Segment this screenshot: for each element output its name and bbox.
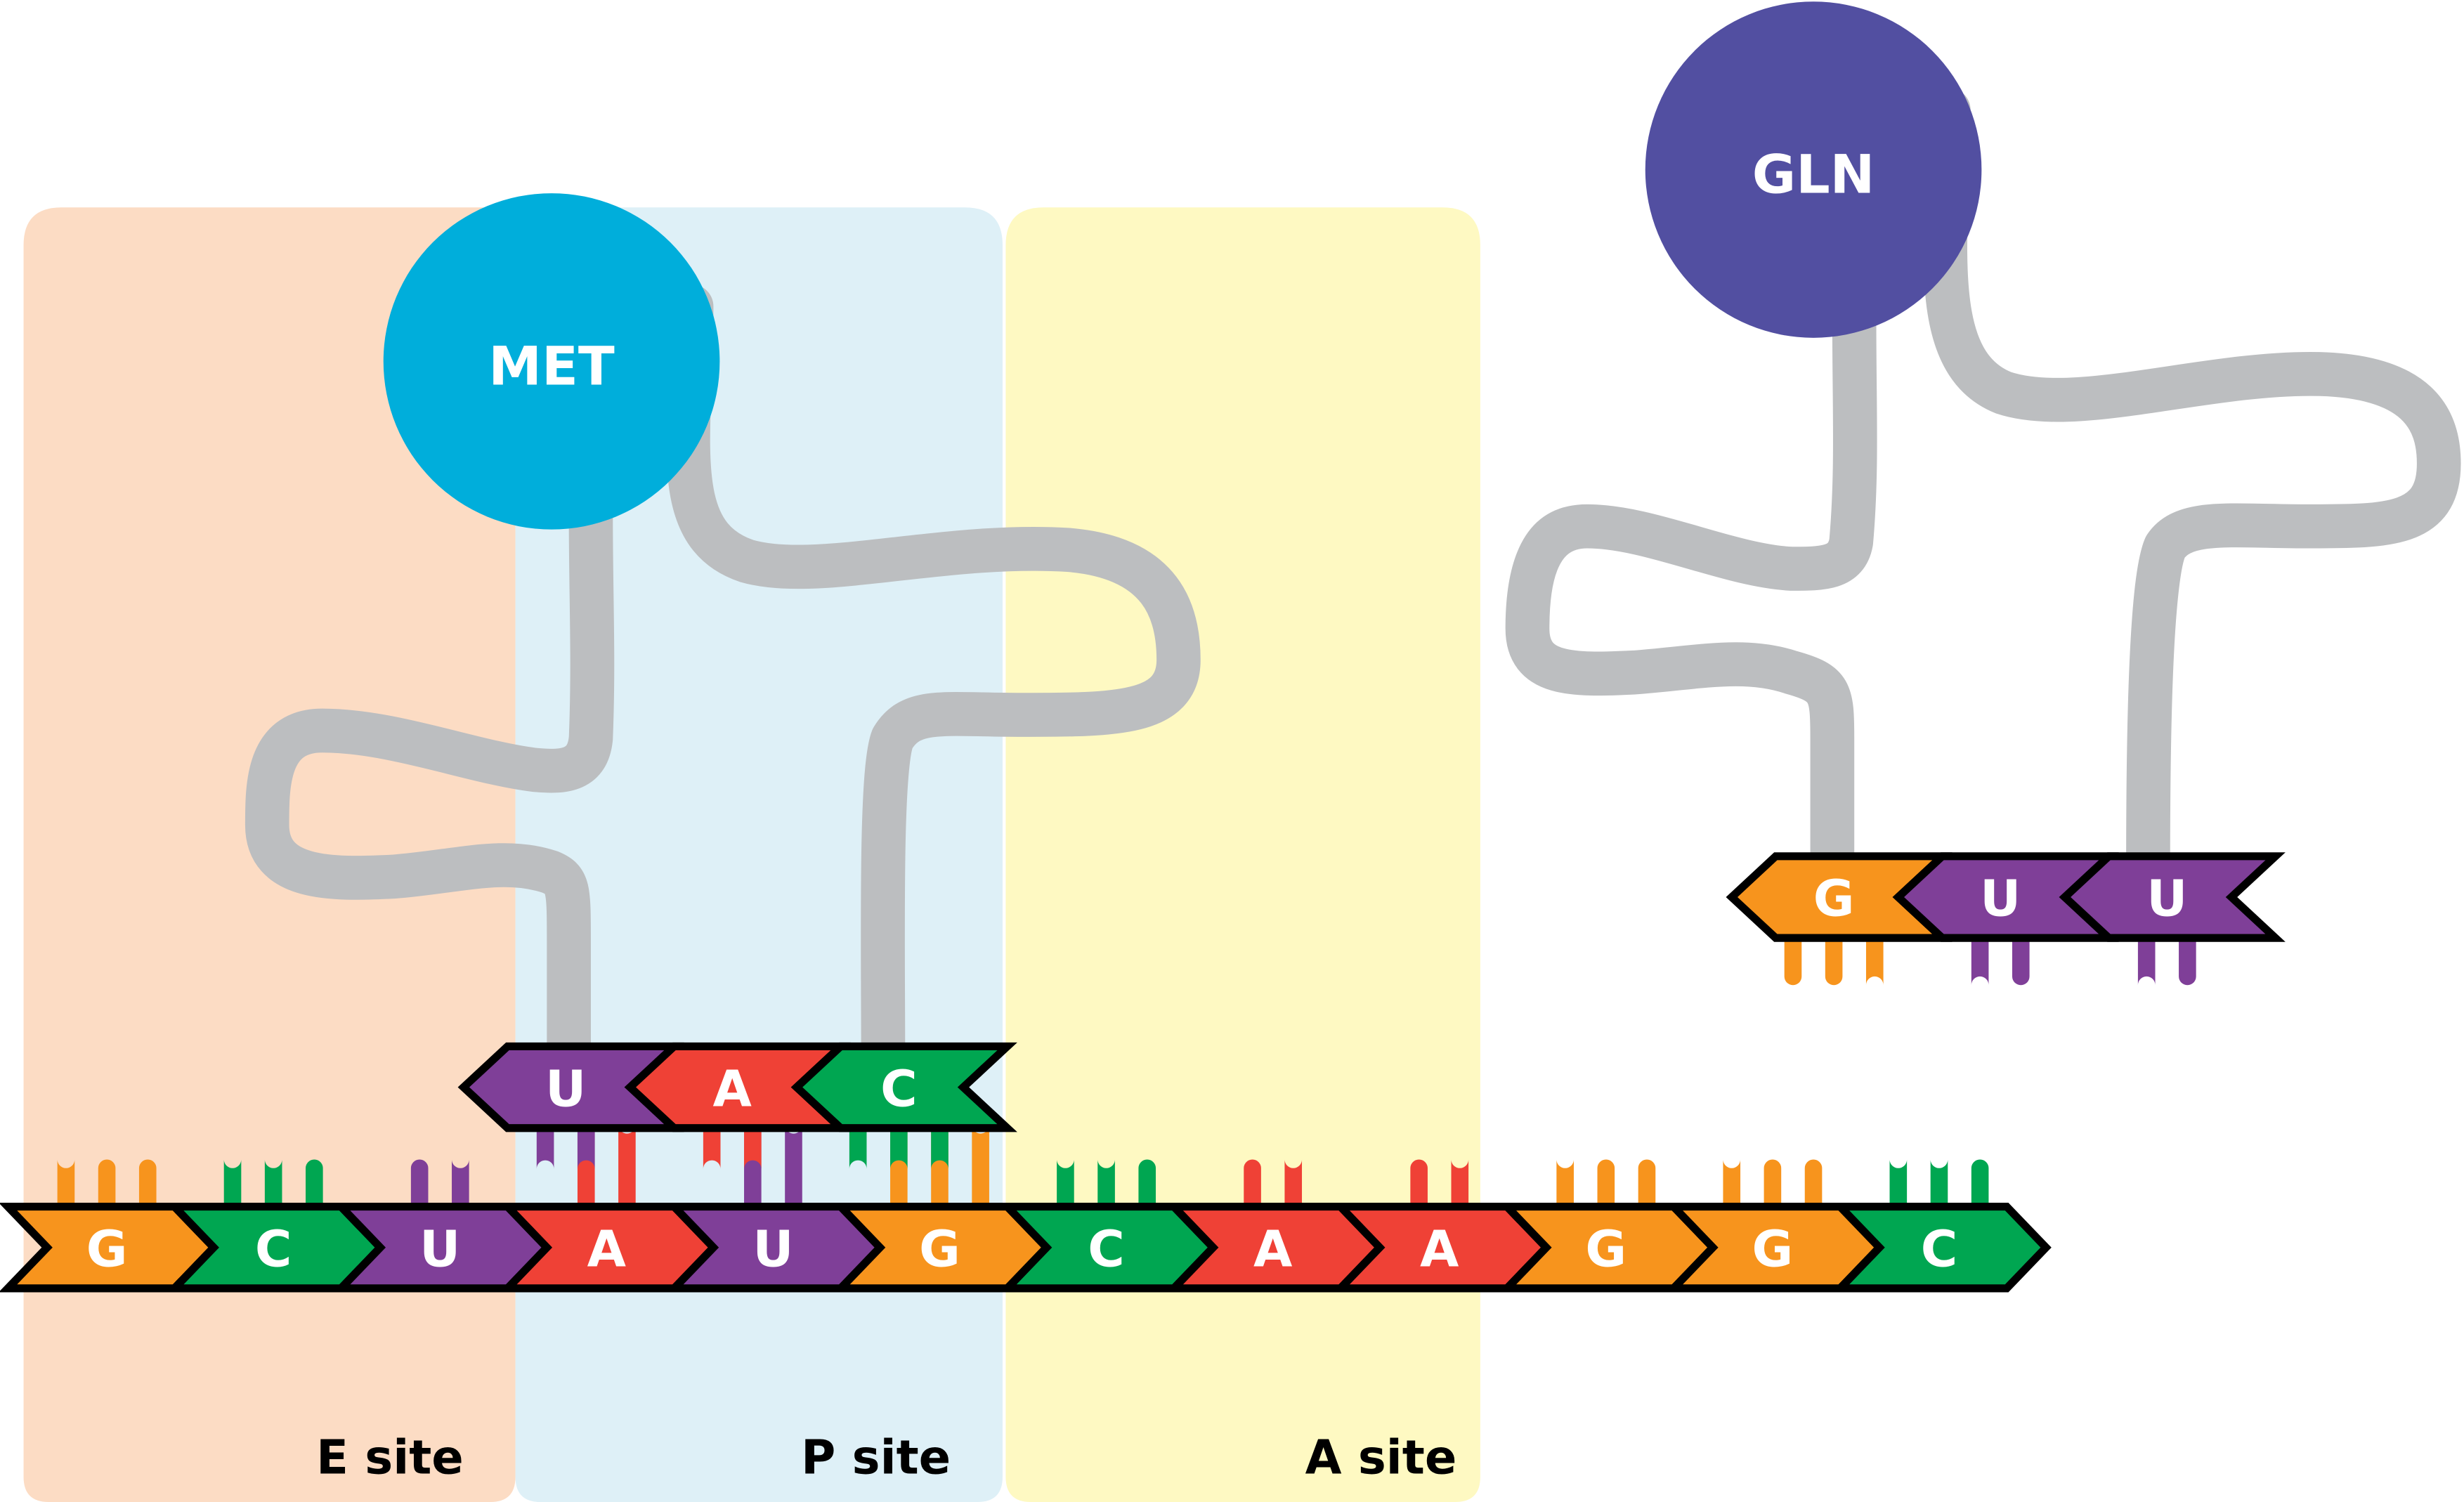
anticodon-peg xyxy=(1784,938,1802,986)
ribosome-sites: E site P site A site xyxy=(23,207,1480,1502)
anticodon-peg xyxy=(849,1128,867,1169)
mrna-base-letter: C xyxy=(1088,1220,1125,1278)
mrna-base-chevron xyxy=(1830,1202,2052,1293)
mrna-base-letter: U xyxy=(419,1220,460,1278)
mrna-base-peg xyxy=(1410,1159,1428,1207)
anticodon-letter: C xyxy=(880,1059,918,1118)
mrna-base-peg xyxy=(1723,1159,1741,1207)
mrna-base-peg xyxy=(1556,1159,1574,1207)
e-site-label: E site xyxy=(316,1430,464,1485)
met-anticodon-pegs xyxy=(536,1128,949,1169)
mrna-base-peg xyxy=(1889,1159,1908,1207)
mrna-base-letter: G xyxy=(1585,1220,1627,1278)
anticodon-chevron xyxy=(2059,852,2286,942)
mrna-base-peg xyxy=(1764,1159,1782,1207)
anticodon-peg xyxy=(1825,938,1843,986)
mrna-base-peg xyxy=(618,1125,636,1207)
anticodon-peg xyxy=(1865,938,1884,986)
mrna-base-peg xyxy=(1971,1159,1989,1207)
mrna-base-peg xyxy=(264,1159,282,1207)
mrna-base-letter: A xyxy=(1253,1220,1293,1278)
mrna-base-peg xyxy=(1244,1159,1261,1207)
anticodon-letter: A xyxy=(713,1059,752,1118)
anticodon-peg xyxy=(703,1128,721,1169)
mrna-base-peg xyxy=(98,1159,116,1207)
anticodon-peg xyxy=(2179,938,2196,986)
p-site-region xyxy=(515,207,1003,1502)
met-label: MET xyxy=(488,335,615,398)
mrna-base-peg xyxy=(1597,1159,1615,1207)
mrna-base-letter: G xyxy=(1752,1220,1794,1278)
mrna-base: C xyxy=(998,1202,1219,1293)
anticodon-letter: U xyxy=(1980,870,2021,928)
gln-anticodon-pegs xyxy=(1784,938,2196,986)
mrna-base-peg xyxy=(1138,1159,1156,1207)
mrna-base-peg xyxy=(410,1159,429,1207)
mrna-base: C xyxy=(1830,1202,2052,1293)
anticodon-base: C xyxy=(790,1042,1017,1132)
mrna-base-peg xyxy=(57,1159,75,1207)
mrna-base: G xyxy=(0,1202,219,1293)
anticodon-peg xyxy=(577,1128,595,1169)
anticodon-peg xyxy=(1971,938,1989,986)
anticodon-peg xyxy=(890,1128,908,1169)
anticodon-letter: U xyxy=(2146,870,2187,928)
mrna-base-peg xyxy=(223,1159,242,1207)
mrna-base-peg xyxy=(452,1159,469,1207)
anticodon-peg xyxy=(2012,938,2030,986)
mrna-base-letter: U xyxy=(752,1220,793,1278)
mrna-base-peg xyxy=(785,1125,802,1207)
anticodon-letter: G xyxy=(1813,870,1855,928)
anticodon-base: U xyxy=(2059,852,2286,942)
mrna-base-peg xyxy=(306,1159,323,1207)
anticodon-peg xyxy=(931,1128,949,1169)
mrna-base-peg xyxy=(1097,1159,1115,1207)
trna-met-backbone xyxy=(245,284,1201,1075)
mrna-base-peg xyxy=(972,1125,989,1207)
mrna-base-letter: C xyxy=(255,1220,292,1278)
p-site-label: P site xyxy=(801,1430,951,1485)
mrna-base-peg xyxy=(1638,1159,1656,1207)
anticodon-letter: U xyxy=(545,1059,586,1118)
mrna-base-peg xyxy=(1284,1159,1303,1207)
a-site-region xyxy=(1005,207,1480,1502)
gln-amino-acid-icon xyxy=(1645,1,1982,338)
mrna-base-peg xyxy=(138,1159,157,1207)
mrna-base-letter: A xyxy=(1420,1220,1459,1278)
mrna-base-letter: G xyxy=(86,1220,128,1278)
mrna-base-peg xyxy=(1057,1159,1074,1207)
met-amino-acid-icon xyxy=(383,193,720,530)
mrna-base-letter: A xyxy=(587,1220,627,1278)
anticodon-peg xyxy=(536,1128,554,1169)
mrna-base-peg xyxy=(1930,1159,1948,1207)
a-site-label: A site xyxy=(1305,1430,1457,1485)
anticodon-peg xyxy=(744,1128,762,1169)
trna-gln-backbone xyxy=(1505,88,2461,887)
anticodon-chevron xyxy=(790,1042,1017,1132)
gln-label: GLN xyxy=(1752,143,1875,206)
mrna-base-peg xyxy=(1451,1159,1469,1207)
mrna-base-letter: C xyxy=(1921,1220,1958,1278)
mrna-base-peg xyxy=(1804,1159,1823,1207)
anticodon-peg xyxy=(2137,938,2156,986)
mrna-base-letter: G xyxy=(919,1220,960,1278)
